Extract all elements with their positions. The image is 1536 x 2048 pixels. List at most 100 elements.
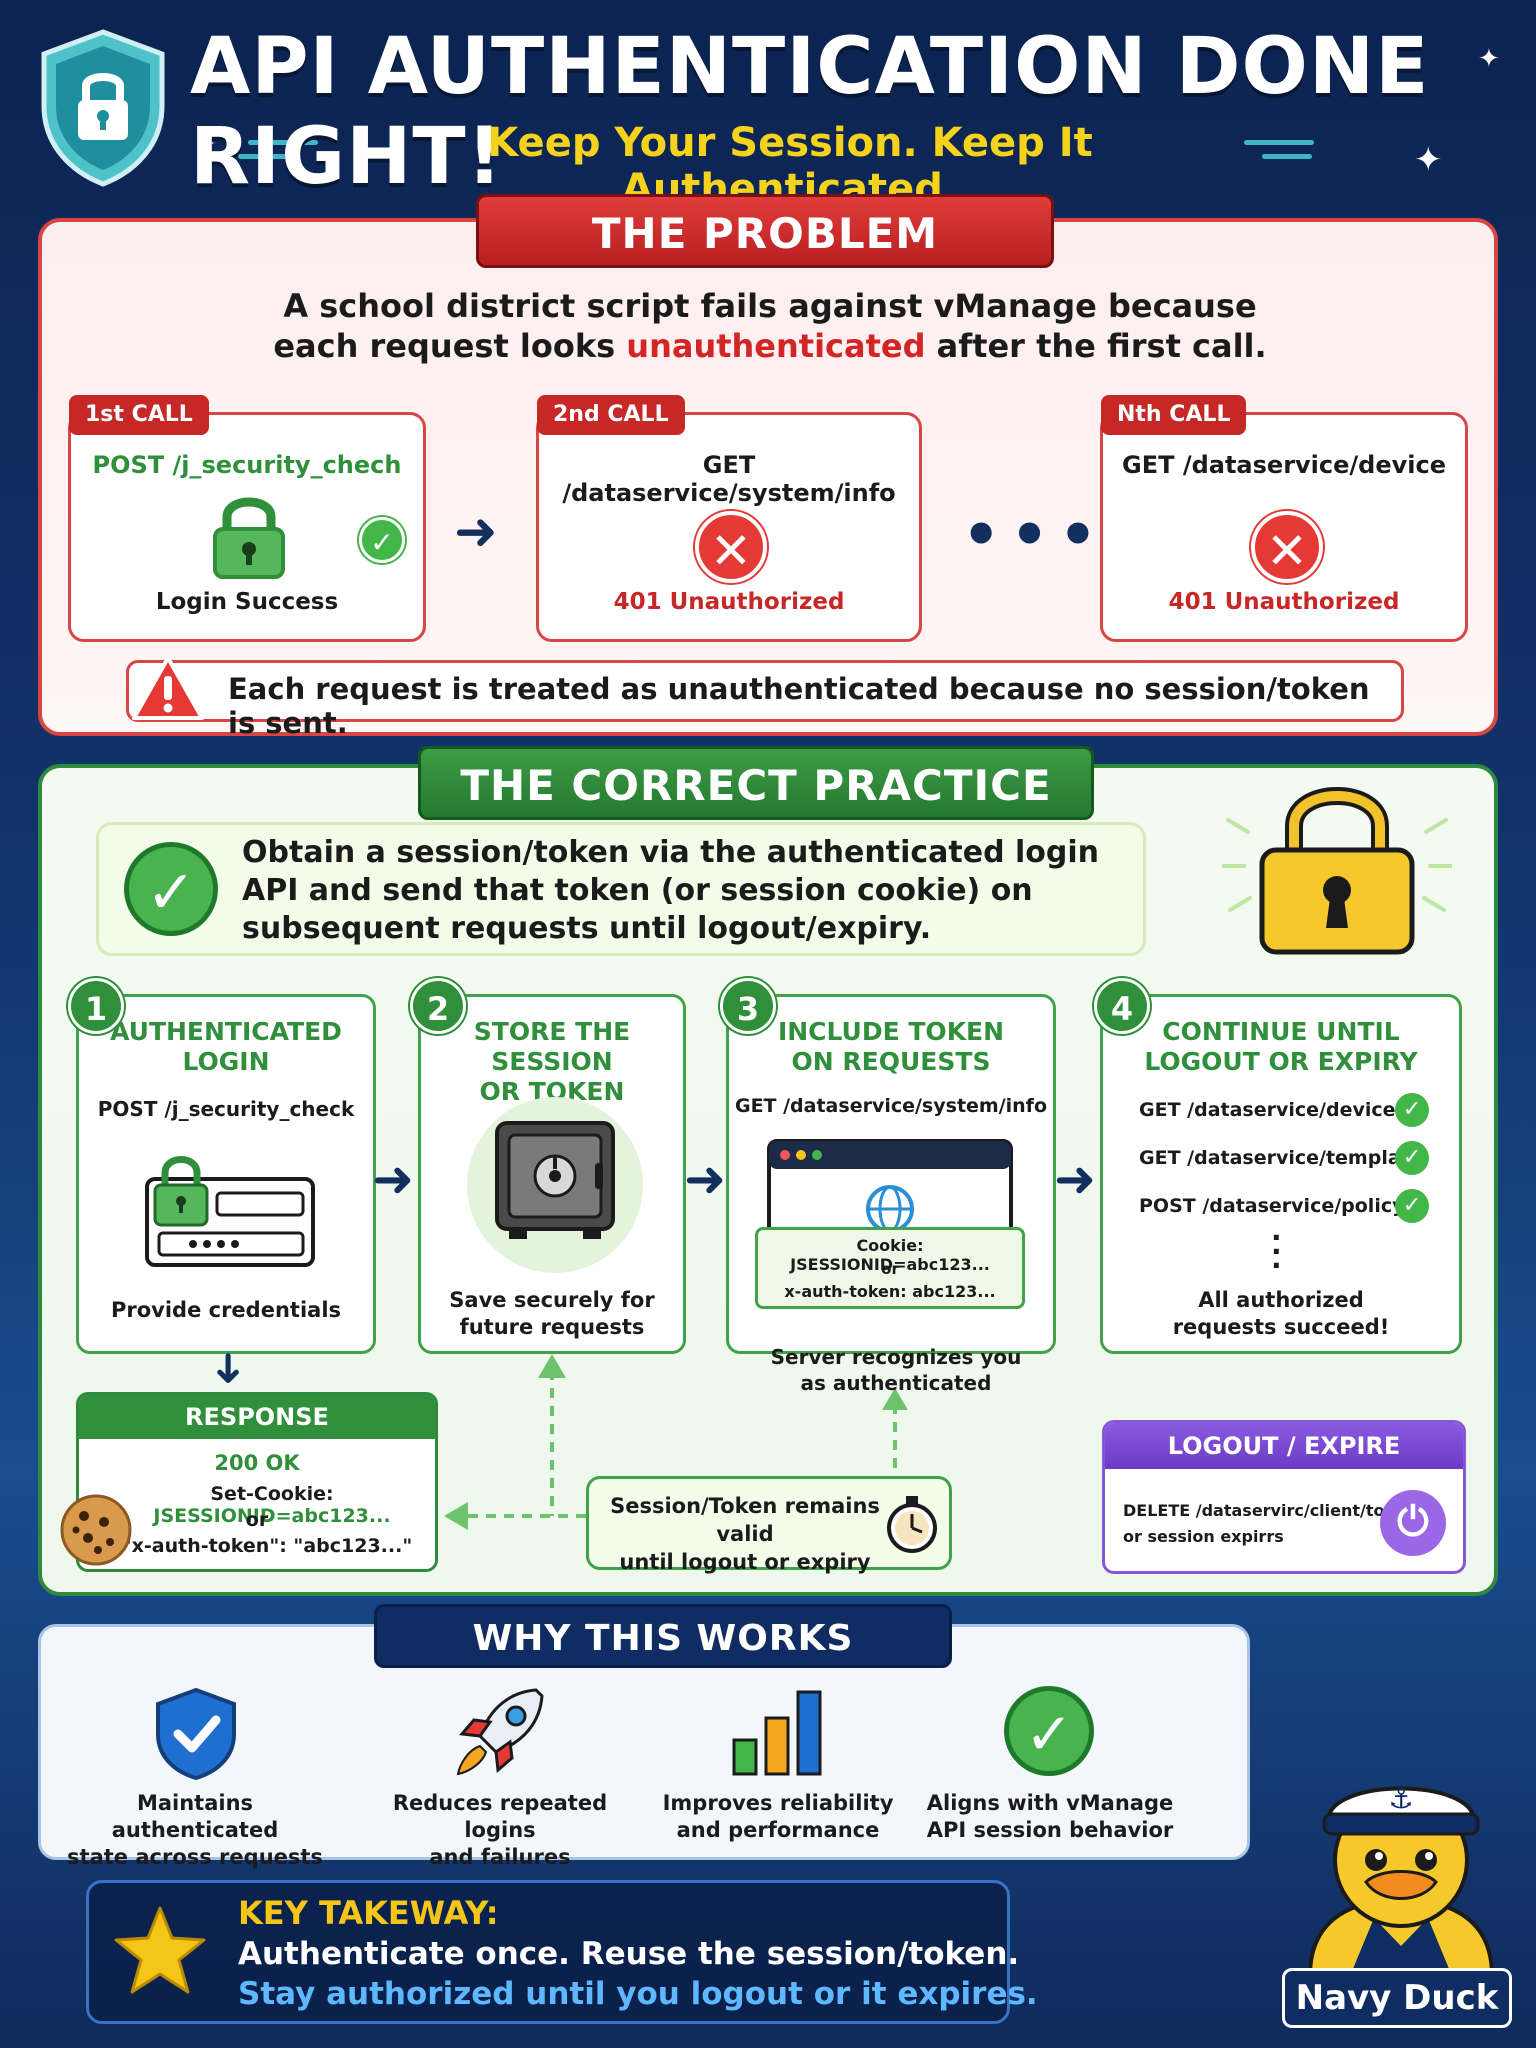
warning-text: Each request is treated as unauthenticat…: [228, 672, 1370, 740]
star-icon: [114, 1906, 206, 1994]
bar-chart-icon: [732, 1690, 822, 1776]
call-card-1st: 1st CALL POST /j_security_chech ✓ Login …: [68, 395, 426, 642]
padlock-large-icon: [1222, 787, 1452, 955]
authorized-endpoint: POST /dataservice/policy: [1139, 1195, 1405, 1217]
set-cookie-line: Set-Cookie: JSESSIONID=abc123...: [153, 1483, 391, 1527]
arrow-right-icon: ➜: [454, 502, 498, 562]
call-endpoint: GET /dataservice/device: [1122, 451, 1446, 479]
call-tag: Nth CALL: [1101, 395, 1247, 435]
arrow-right-icon: ➜: [1054, 1150, 1096, 1208]
vault-safe-icon: [495, 1121, 615, 1239]
vertical-ellipsis-icon: ···: [1271, 1221, 1282, 1282]
status-ok: 200 OK: [214, 1451, 300, 1475]
check-icon: ✓: [124, 842, 218, 936]
browser-window-icon: [767, 1139, 1013, 1249]
takeaway-title: KEY TAKEWAY:: [238, 1894, 499, 1932]
step-number-4: 4: [1094, 978, 1150, 1034]
error-x-icon: ✕: [695, 511, 767, 583]
or-separator: or: [881, 1260, 899, 1278]
or-separator: or: [245, 1509, 269, 1531]
logout-head: LOGOUT / EXPIRE: [1105, 1423, 1463, 1469]
cookie-icon: [60, 1494, 132, 1566]
call-result: 401 Unauthorized: [613, 589, 845, 615]
ellipsis-icon: •••: [962, 500, 1108, 570]
problem-banner: THE PROBLEM: [476, 194, 1054, 268]
takeaway-line-1: Authenticate once. Reuse the session/tok…: [238, 1936, 1020, 1972]
dashed-flow-arrows: [444, 1354, 908, 1530]
step-number-3: 3: [720, 978, 776, 1034]
why-banner: WHY THIS WORKS: [374, 1604, 952, 1668]
check-icon: ✓: [1395, 1189, 1429, 1223]
decor-line: [1262, 154, 1312, 159]
authorized-endpoint: GET /dataservice/template: [1139, 1147, 1423, 1169]
shield-check-icon: [156, 1687, 236, 1780]
error-x-icon: ✕: [1251, 511, 1323, 583]
sparkle-icon: ✦: [1414, 140, 1443, 180]
check-icon: ✓: [359, 517, 405, 563]
problem-description: A school district script fails against v…: [273, 287, 1267, 365]
call-result: Login Success: [155, 589, 339, 615]
step-endpoint: GET /dataservice/system/info: [734, 1095, 1048, 1117]
arrow-right-icon: ➜: [684, 1150, 726, 1208]
takeaway-line-2: Stay authorized until you logout or it e…: [238, 1976, 1038, 2012]
correct-practice-banner: THE CORRECT PRACTICE: [418, 746, 1094, 820]
decor-line: [238, 154, 288, 159]
shield-lock-icon: [41, 29, 165, 187]
auth-token-line: "x-auth-token": "abc123...": [121, 1535, 413, 1557]
sparkle-icon: ✦: [198, 132, 217, 157]
cookie-header: Cookie: JSESSIONID=abc123...: [790, 1236, 990, 1274]
auth-token-header: x-auth-token: abc123...: [784, 1282, 996, 1301]
check-icon: ✓: [1395, 1093, 1429, 1127]
warning-triangle-icon: [132, 656, 204, 720]
arrow-down-icon: ➜: [205, 1350, 255, 1387]
padlock-closed-icon: [213, 497, 285, 579]
check-icon: ✓: [1395, 1141, 1429, 1175]
main-title: API AUTHENTICATION DONE RIGHT!: [190, 22, 1430, 202]
step-caption: Provide credentials: [110, 1298, 342, 1322]
step-number-1: 1: [68, 978, 124, 1034]
response-head: RESPONSE: [79, 1395, 435, 1439]
call-tag: 1st CALL: [69, 395, 209, 435]
takeaway-panel: [86, 1880, 1010, 2024]
login-form-icon: [145, 1156, 315, 1267]
call-result: 401 Unauthorized: [1168, 589, 1400, 615]
logout-expiry-text: or session expirrs: [1123, 1527, 1284, 1546]
navy-duck-mascot: ⚓: [1307, 1782, 1495, 1976]
stopwatch-icon: [887, 1496, 937, 1553]
step-number-2: 2: [410, 978, 466, 1034]
call-tag: 2nd CALL: [537, 395, 685, 435]
authorized-endpoint: GET /dataservice/device: [1139, 1099, 1396, 1121]
sparkle-icon: ✦: [1478, 44, 1500, 74]
summary-box: [96, 822, 1146, 956]
logout-endpoint: DELETE /dataservirc/client/token: [1123, 1501, 1417, 1520]
token-header-box: Cookie: JSESSIONID=abc123... or x-auth-t…: [755, 1227, 1025, 1309]
brand-badge: Navy Duck: [1282, 1968, 1512, 2028]
check-circle-icon: ✓: [1004, 1686, 1094, 1776]
power-icon: ⏻: [1380, 1490, 1446, 1556]
call-card-nth: Nth CALL GET /dataservice/device ✕ 401 U…: [1100, 395, 1468, 642]
call-endpoint: GET /dataservice/system/info: [562, 451, 896, 507]
arrow-right-icon: ➜: [372, 1150, 414, 1208]
rocket-icon: [456, 1688, 544, 1776]
call-card-2nd: 2nd CALL GET /dataservice/system/info ✕ …: [536, 395, 922, 642]
summary-text: Obtain a session/token via the authentic…: [242, 835, 1099, 946]
svg-text:⚓: ⚓: [1388, 1782, 1413, 1815]
decor-line: [1244, 140, 1314, 145]
response-box: RESPONSE 200 OK Set-Cookie: JSESSIONID=a…: [76, 1392, 438, 1572]
step-endpoint: POST /j_security_check: [97, 1097, 355, 1121]
warning-bar: [126, 660, 1404, 722]
